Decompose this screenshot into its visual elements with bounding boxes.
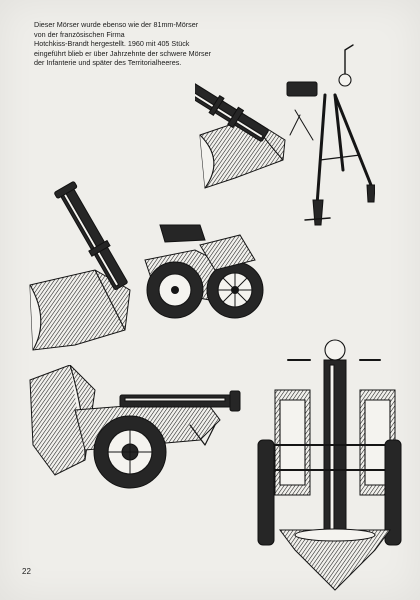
mortar-carriage-firing-illustration bbox=[29, 181, 264, 351]
caption-line: Dieser Mörser wurde ebenso wie der 81mm-… bbox=[34, 20, 199, 29]
mortar-rear-view-illustration bbox=[257, 339, 402, 591]
wheel-icon bbox=[93, 415, 167, 489]
wheel-icon bbox=[146, 261, 204, 319]
wheel-icon bbox=[206, 261, 264, 319]
page-number: 22 bbox=[22, 567, 31, 576]
caption-line: von der französischen Firma bbox=[34, 29, 125, 39]
caption-line: der Infanterie und später des Territoria… bbox=[34, 58, 182, 67]
caption-line: eingeführt blieb er über Jahrzehnte der … bbox=[34, 48, 211, 58]
mortar-tripod-illustration bbox=[195, 44, 375, 226]
caption-line: Hotchkiss-Brandt hergestellt. 1960 mit 4… bbox=[34, 39, 190, 48]
mortar-carriage-towed-illustration bbox=[29, 365, 241, 489]
caption-text: Dieser Mörser wurde ebenso wie der 81mm-… bbox=[34, 20, 324, 68]
